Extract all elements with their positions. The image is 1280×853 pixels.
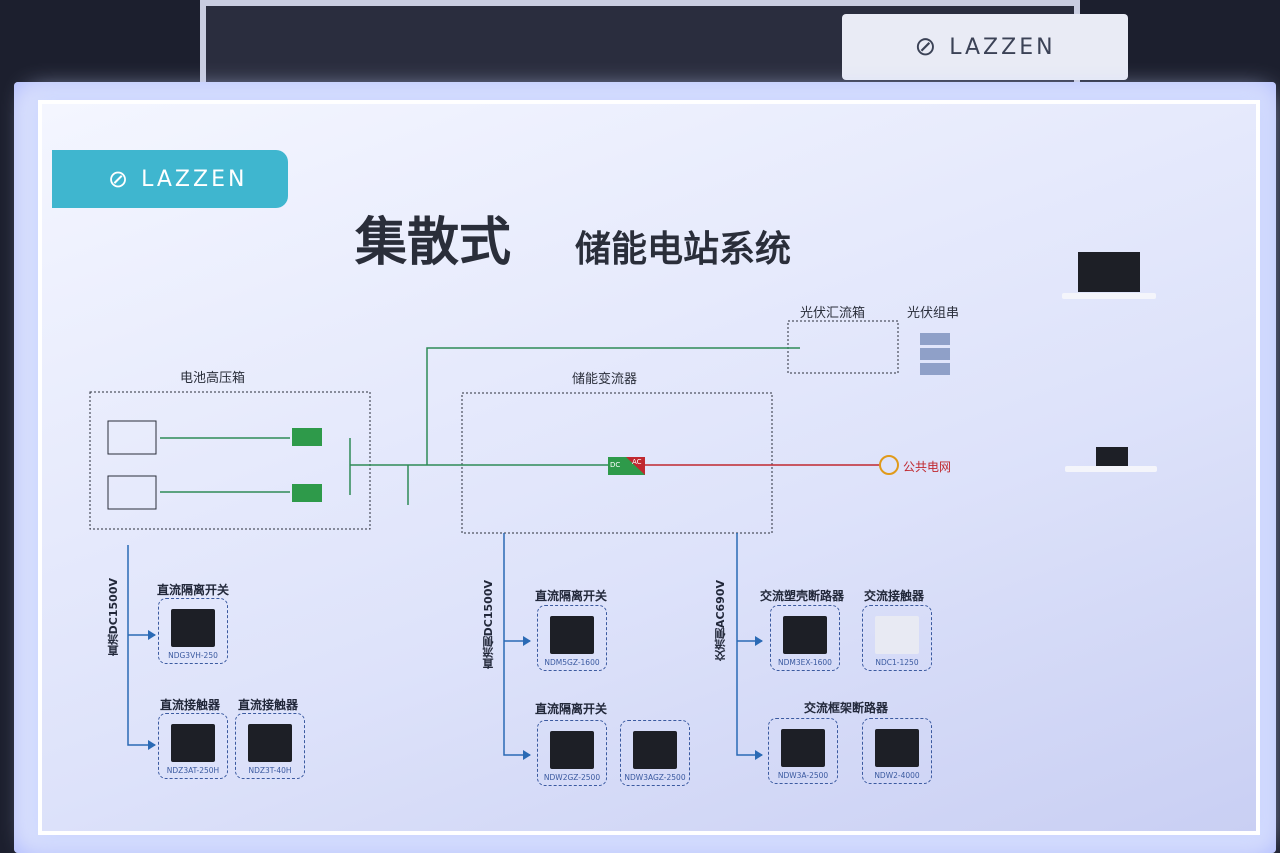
pv-combiner-label: 光伏汇流箱: [800, 306, 866, 321]
top-sign: ⊘ LAZZEN: [842, 14, 1128, 80]
product-card: NDW3AGZ-2500: [620, 720, 690, 786]
product-card: NDZ3T-40H: [235, 713, 305, 779]
pcs-outline: [461, 392, 773, 534]
product-card: NDZ3AT-250H: [158, 713, 228, 779]
brand-text: LAZZEN: [949, 34, 1056, 60]
group-title: 交流框架断路器: [804, 701, 889, 715]
dc-label: DC: [610, 461, 621, 469]
pcs-label: 储能变流器: [572, 372, 638, 387]
dc-dc-converter: [292, 428, 322, 446]
group-title: 直流接触器: [160, 698, 221, 712]
shelf: [1062, 293, 1156, 299]
battery-box-outline: [89, 391, 371, 530]
group-title: 直流隔离开关: [535, 702, 608, 716]
logo-icon: ⊘: [914, 32, 940, 62]
pv-panel-icon: [920, 333, 950, 375]
board-logo: ⊘ LAZZEN: [52, 150, 288, 208]
shelf: [1065, 466, 1157, 472]
product-card: NDM5GZ-1600: [537, 605, 607, 671]
branch-label: 直流侧DC1500V: [482, 580, 495, 670]
product-card: NDC1-1250: [862, 605, 932, 671]
ac-label: AC: [632, 458, 642, 466]
product-sample: [1096, 447, 1128, 467]
branch-label: 直流DC1500V: [107, 578, 120, 657]
group-title: 交流接触器: [864, 589, 925, 603]
battery-box-label: 电池高压箱: [180, 371, 246, 386]
battery-icon: [107, 420, 157, 510]
logo-icon: ⊘: [108, 165, 132, 193]
grid-icon: [879, 455, 899, 475]
product-card: NDW2-4000: [862, 718, 932, 784]
product-card: NDW3A-2500: [768, 718, 838, 784]
product-sample: [1078, 252, 1140, 292]
title-sub: 储能电站系统: [575, 229, 792, 270]
product-card: NDW2GZ-2500: [537, 720, 607, 786]
group-title: 直流隔离开关: [157, 583, 230, 597]
product-card: NDM3EX-1600: [770, 605, 840, 671]
brand-text: LAZZEN: [141, 166, 248, 192]
group-title: 交流塑壳断路器: [760, 589, 845, 603]
title-main: 集散式: [355, 213, 512, 273]
branch-label: 交流侧AC690V: [714, 580, 727, 662]
grid-label: 公共电网: [903, 460, 952, 474]
display-board: [38, 100, 1260, 835]
pv-combiner-outline: [787, 320, 899, 374]
group-title: 直流接触器: [238, 698, 299, 712]
group-title: 直流隔离开关: [535, 589, 608, 603]
pv-string-label: 光伏组串: [907, 306, 960, 321]
dc-dc-converter: [292, 484, 322, 502]
product-card: NDG3VH-250: [158, 598, 228, 664]
